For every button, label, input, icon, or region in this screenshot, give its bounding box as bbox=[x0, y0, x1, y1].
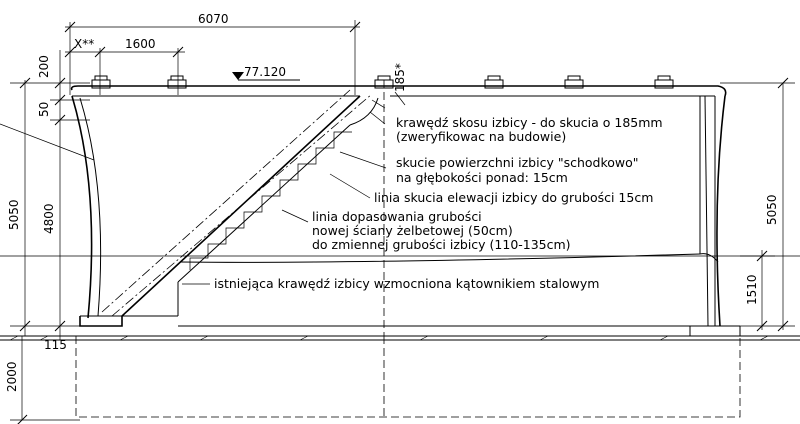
note-elevation-cut-line: linia skucia elewacji izbicy do grubości… bbox=[374, 190, 653, 205]
note-existing-edge: istniejąca krawędź izbicy wzmocniona kąt… bbox=[214, 276, 599, 291]
dim-height-total-left: 5050 bbox=[7, 199, 21, 230]
dim-spacing: 1600 bbox=[125, 37, 156, 51]
note-cut-depth: na głębokości ponad: 15cm bbox=[396, 170, 568, 185]
dim-skew-cut: 185* bbox=[393, 63, 407, 92]
leader-lines bbox=[0, 91, 406, 285]
note-thickness-line: linia dopasowania grubości bbox=[312, 209, 482, 224]
foundation-outline bbox=[75, 80, 741, 418]
dim-elevation: 77.120 bbox=[244, 65, 286, 79]
dim-top-length: 6070 bbox=[198, 12, 229, 26]
note-verify-site: (zweryfikowac na budowie) bbox=[396, 129, 566, 144]
ground-lines bbox=[0, 255, 800, 341]
dim-top-height: 200 bbox=[37, 55, 51, 78]
elevation-marker bbox=[232, 72, 300, 81]
note-skew-edge: krawędź skosu izbicy - do skucia o 185mm bbox=[396, 115, 663, 130]
left-dimensions bbox=[10, 50, 90, 424]
top-dimensions bbox=[64, 20, 361, 95]
right-dimensions bbox=[720, 77, 795, 332]
dim-height-inner: 4800 bbox=[42, 203, 56, 234]
note-stepped-cut: skucie powierzchni izbicy "schodkowo" bbox=[396, 155, 639, 170]
top-bearings bbox=[91, 75, 674, 89]
dim-height-total-right: 5050 bbox=[765, 194, 779, 225]
dim-footing-offset: 115 bbox=[44, 338, 67, 352]
abutment-wall bbox=[70, 85, 741, 336]
note-variable-thickness: do zmiennej grubości izbicy (110-135cm) bbox=[312, 237, 571, 252]
dim-slab-thickness: 50 bbox=[37, 102, 51, 117]
dim-height-lower-right: 1510 bbox=[745, 274, 759, 305]
note-new-wall: nowej ściany żelbetowej (50cm) bbox=[312, 223, 513, 238]
dim-foundation-depth: 2000 bbox=[5, 361, 19, 392]
dim-x-offset: X** bbox=[74, 37, 94, 51]
